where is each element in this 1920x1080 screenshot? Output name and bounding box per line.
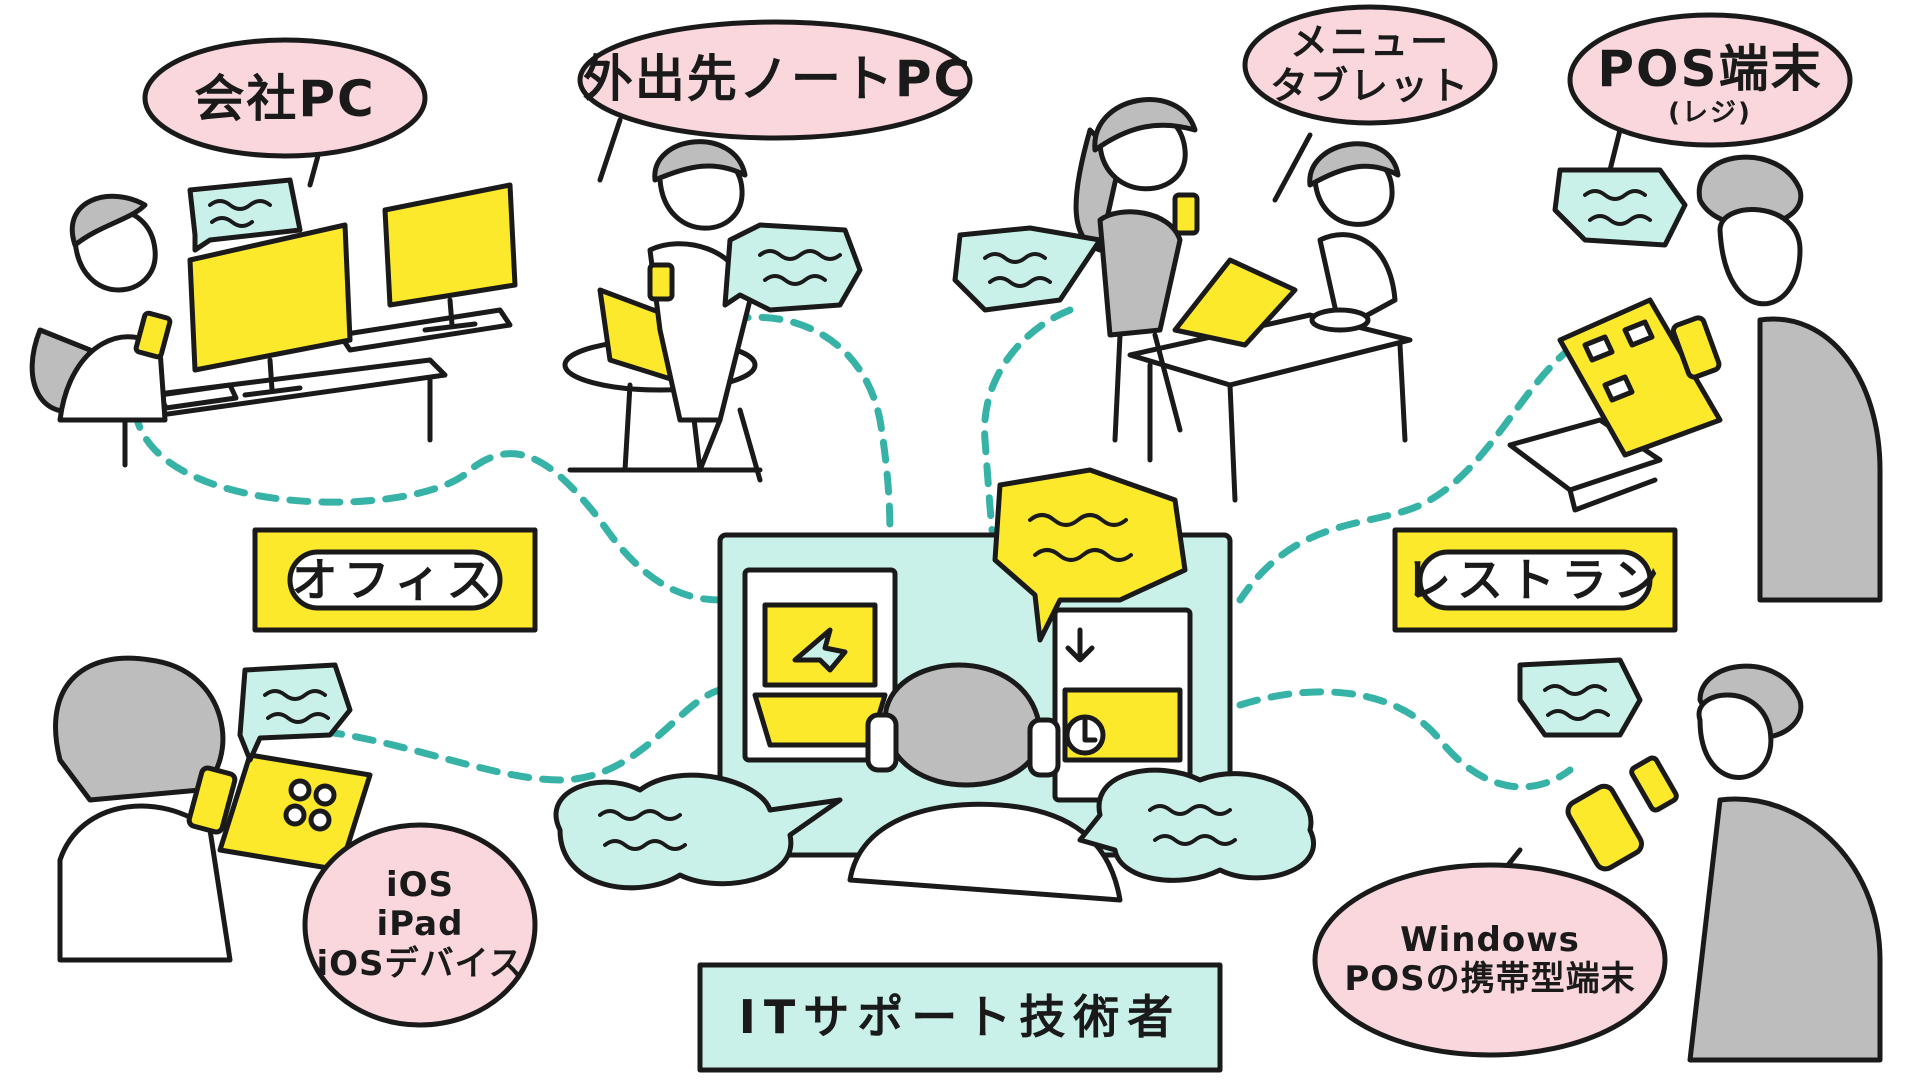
restaurant-place-label: レストラン: [1405, 552, 1665, 607]
connector-ios: [256, 686, 724, 784]
connector-lines: [131, 306, 1604, 791]
support-person-head: [882, 662, 1043, 788]
windows-scene: [1312, 657, 1883, 1063]
office-place-label: オフィス: [291, 552, 499, 607]
ios-devices-label: iOS iPad iOSデバイス: [315, 850, 525, 1000]
ios-devices-label-line2: iPad: [376, 904, 464, 945]
ios-person-hair: [53, 655, 226, 803]
menu-tablet-label: メニュー タブレット: [1255, 15, 1485, 115]
windows-pos-label: Windows POSの携帯型端末: [1330, 900, 1650, 1020]
ios-devices-label-line1: iOS: [385, 865, 455, 906]
laptop-label: 外出先ノートPC: [582, 50, 973, 109]
office-monitor-2: [382, 182, 518, 308]
connector-pos: [1236, 326, 1604, 604]
windows-small-bubble: [1517, 657, 1643, 738]
cashier-face: [1717, 207, 1803, 307]
headset-right-icon: [1027, 717, 1061, 778]
ios-small-bubble: [237, 662, 353, 763]
menu-tablet-label-line1: メニュー: [1289, 20, 1450, 65]
menu-tablet-bubble: [1242, 4, 1498, 126]
support-speech-bubble: [992, 467, 1188, 643]
laptop-scene: [562, 19, 973, 483]
support-cloud-left: [553, 772, 843, 891]
ios-devices-label-line3: iOSデバイス: [316, 943, 524, 984]
office-pc-label: 会社PC: [194, 70, 376, 129]
office-small-bubble: [187, 177, 303, 253]
pos-terminal-label-main: POS端末: [1597, 40, 1823, 99]
center-banner-box: [697, 962, 1223, 1073]
menu-tablet-label-line2: タブレット: [1269, 64, 1470, 108]
menu-tablet: [1172, 257, 1298, 348]
office-pc-bubble: [142, 37, 428, 159]
windows-pos-bubble: [1312, 862, 1668, 1058]
pos-terminal-label-sub: (レジ): [1668, 97, 1752, 128]
pos-scene: [1507, 12, 1883, 603]
iphone-device: [186, 765, 238, 835]
connector-menu-tablet: [981, 306, 1074, 534]
windows-pos-label-line1: Windows: [1400, 919, 1580, 960]
pos-terminal-bubble: [1567, 12, 1853, 148]
center-banner-label: ITサポート技術者: [738, 990, 1182, 1045]
pos-handheld: [1670, 315, 1722, 380]
it-support-scene: [553, 467, 1316, 903]
headset-left-icon: [865, 712, 899, 773]
windows-pos-label-line2: POSの携帯型端末: [1344, 959, 1636, 999]
ios-devices-bubble: [302, 822, 538, 1028]
menu-small-bubble: [952, 225, 1103, 313]
pos-terminal-label: POS端末 (レジ): [1580, 30, 1840, 140]
office-pc-scene: [29, 37, 518, 468]
office-monitor-1: [187, 222, 353, 373]
restaurant-table: [1127, 312, 1413, 388]
ios-scene: [53, 655, 538, 1028]
cursor-arrow-icon: [792, 627, 848, 673]
menu-tablet-scene: [952, 4, 1498, 503]
pos-small-bubble: [1552, 167, 1688, 248]
windows-handheld-pos: [1565, 783, 1644, 872]
connector-windows: [1236, 688, 1574, 791]
laptop-small-bubble: [722, 222, 863, 313]
laptop-bubble: [577, 19, 973, 141]
connector-laptop: [696, 313, 894, 544]
connector-office-pc: [131, 406, 724, 604]
support-cloud-right: [1077, 767, 1316, 883]
